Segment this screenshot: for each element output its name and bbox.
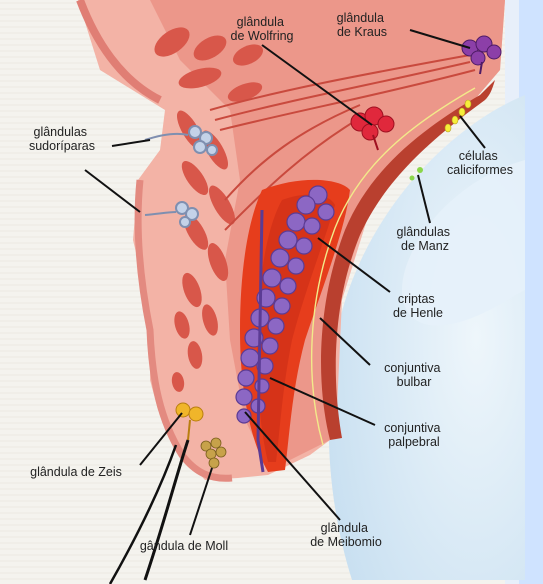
goblet-cell — [465, 100, 471, 108]
meibomian-lobule — [297, 196, 315, 214]
meibomian-lobule — [318, 204, 334, 220]
wolfring-lobule — [362, 124, 378, 140]
meibomian-lobule — [304, 218, 320, 234]
meibomian-lobule — [280, 278, 296, 294]
meibomian-lobule — [268, 318, 284, 334]
zeis-lobule — [189, 407, 203, 421]
meibomian-lobule — [271, 249, 289, 267]
moll-coil — [211, 438, 221, 448]
meibomian-lobule — [236, 389, 252, 405]
sweat-gland-coil — [194, 141, 206, 153]
label-henle: criptas de Henle — [393, 292, 443, 320]
label-zeis: glândula de Zeis — [30, 465, 122, 479]
kraus-lobule — [487, 45, 501, 59]
wolfring-lobule — [378, 116, 394, 132]
label-kraus: glândula de Kraus — [337, 11, 388, 39]
label-meibomio: glândula de Meibomio — [310, 521, 382, 549]
goblet-cell — [452, 116, 458, 124]
meibomian-lobule — [241, 349, 259, 367]
meibomian-lobule — [288, 258, 304, 274]
sweat-gland-coil — [189, 126, 201, 138]
sweat-gland-coil — [180, 217, 190, 227]
moll-coil — [206, 449, 216, 459]
meibomian-lobule — [274, 298, 290, 314]
moll-coil — [209, 458, 219, 468]
goblet-cell — [459, 108, 465, 116]
sweat-gland-coil — [207, 145, 217, 155]
label-wolfring: glândula de Wolfring — [231, 15, 294, 43]
zeis-lobule — [176, 403, 190, 417]
goblet-cell — [445, 124, 451, 132]
meibomian-lobule — [279, 231, 297, 249]
label-palpebral: conjuntiva palpebral — [384, 421, 444, 449]
meibomian-lobule — [296, 238, 312, 254]
manz-gland — [417, 167, 423, 173]
meibomian-lobule — [262, 338, 278, 354]
label-moll: gândula de Moll — [140, 539, 228, 553]
moll-coil — [216, 447, 226, 457]
meibomian-lobule — [263, 269, 281, 287]
kraus-lobule — [471, 51, 485, 65]
label-manz: glândulas de Manz — [397, 225, 454, 253]
meibomian-lobule — [255, 379, 269, 393]
meibomian-lobule — [287, 213, 305, 231]
label-sudoriparas: glândulas sudoríparas — [29, 125, 95, 153]
manz-gland — [410, 176, 415, 181]
meibomian-lobule — [238, 370, 254, 386]
